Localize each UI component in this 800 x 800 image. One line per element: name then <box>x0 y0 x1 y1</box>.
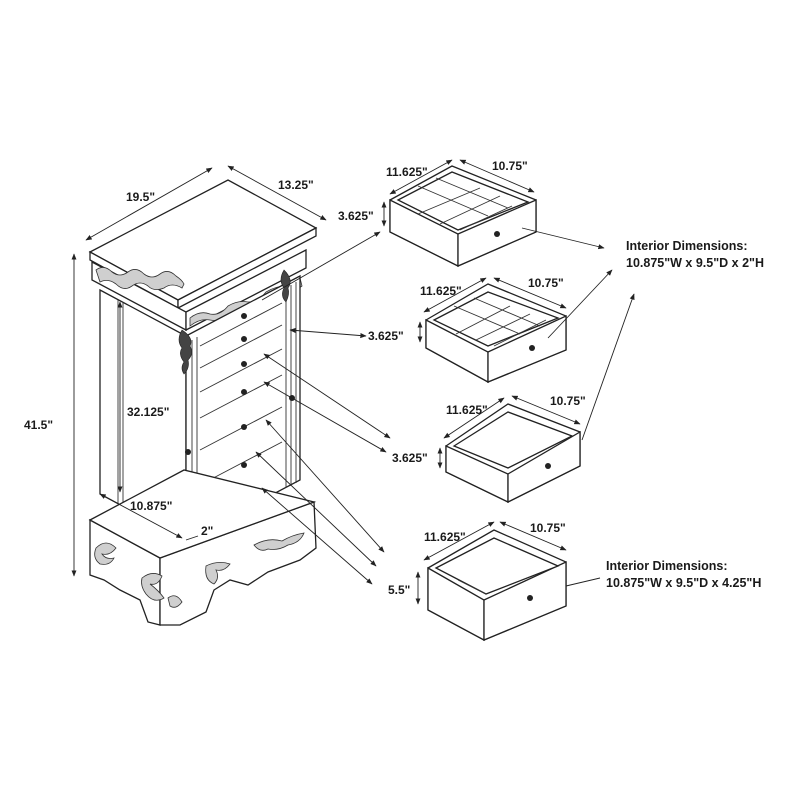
drawer-4-width-label: 11.625" <box>424 530 466 544</box>
cabinet-width-label: 19.5" <box>126 190 156 204</box>
cabinet-dimension-lines <box>71 165 391 585</box>
interior-note-2-title: Interior Dimensions: <box>606 559 728 573</box>
crown-molding-side <box>185 248 307 332</box>
drawer-2-width-label: 11.625" <box>420 284 462 298</box>
cabinet-inner-height-label: 32.125" <box>127 405 170 419</box>
interior-note-2-value: 10.875"W x 9.5"D x 4.25"H <box>606 576 762 590</box>
drawer-2-depth-label: 10.75" <box>528 276 564 290</box>
drawer-4-height-label: 5.5" <box>388 583 411 597</box>
drawer-1-width-label: 11.625" <box>386 165 428 179</box>
drawer-1-height-label: 3.625" <box>338 209 374 223</box>
cabinet-inner-width-label: 10.875" <box>130 499 173 513</box>
drawer-3-depth-label: 10.75" <box>550 394 586 408</box>
drawer-3-drawing <box>437 293 635 504</box>
cabinet-leg-label: 2" <box>201 524 214 538</box>
drawer-4-drawing <box>415 521 601 642</box>
drawer-2-drawing <box>417 269 613 384</box>
armoire-drawing <box>88 179 318 626</box>
interior-note-1: Interior Dimensions: 10.875"W x 9.5"D x … <box>626 238 764 272</box>
drawer-4-depth-label: 10.75" <box>530 521 566 535</box>
cabinet-depth-label: 13.25" <box>278 178 314 192</box>
drawer-3-width-label: 11.625" <box>446 403 488 417</box>
drawer-1-drawing <box>381 159 605 268</box>
drawer-2-height-label: 3.625" <box>368 329 404 343</box>
armoire-top-side-edge <box>177 226 317 310</box>
interior-note-1-title: Interior Dimensions: <box>626 239 748 253</box>
drawer-3-height-label: 3.625" <box>392 451 428 465</box>
cabinet-height-label: 41.5" <box>24 418 54 432</box>
interior-note-1-value: 10.875"W x 9.5"D x 2"H <box>626 256 764 270</box>
interior-note-2: Interior Dimensions: 10.875"W x 9.5"D x … <box>606 558 761 592</box>
drawer-1-depth-label: 10.75" <box>492 159 528 173</box>
